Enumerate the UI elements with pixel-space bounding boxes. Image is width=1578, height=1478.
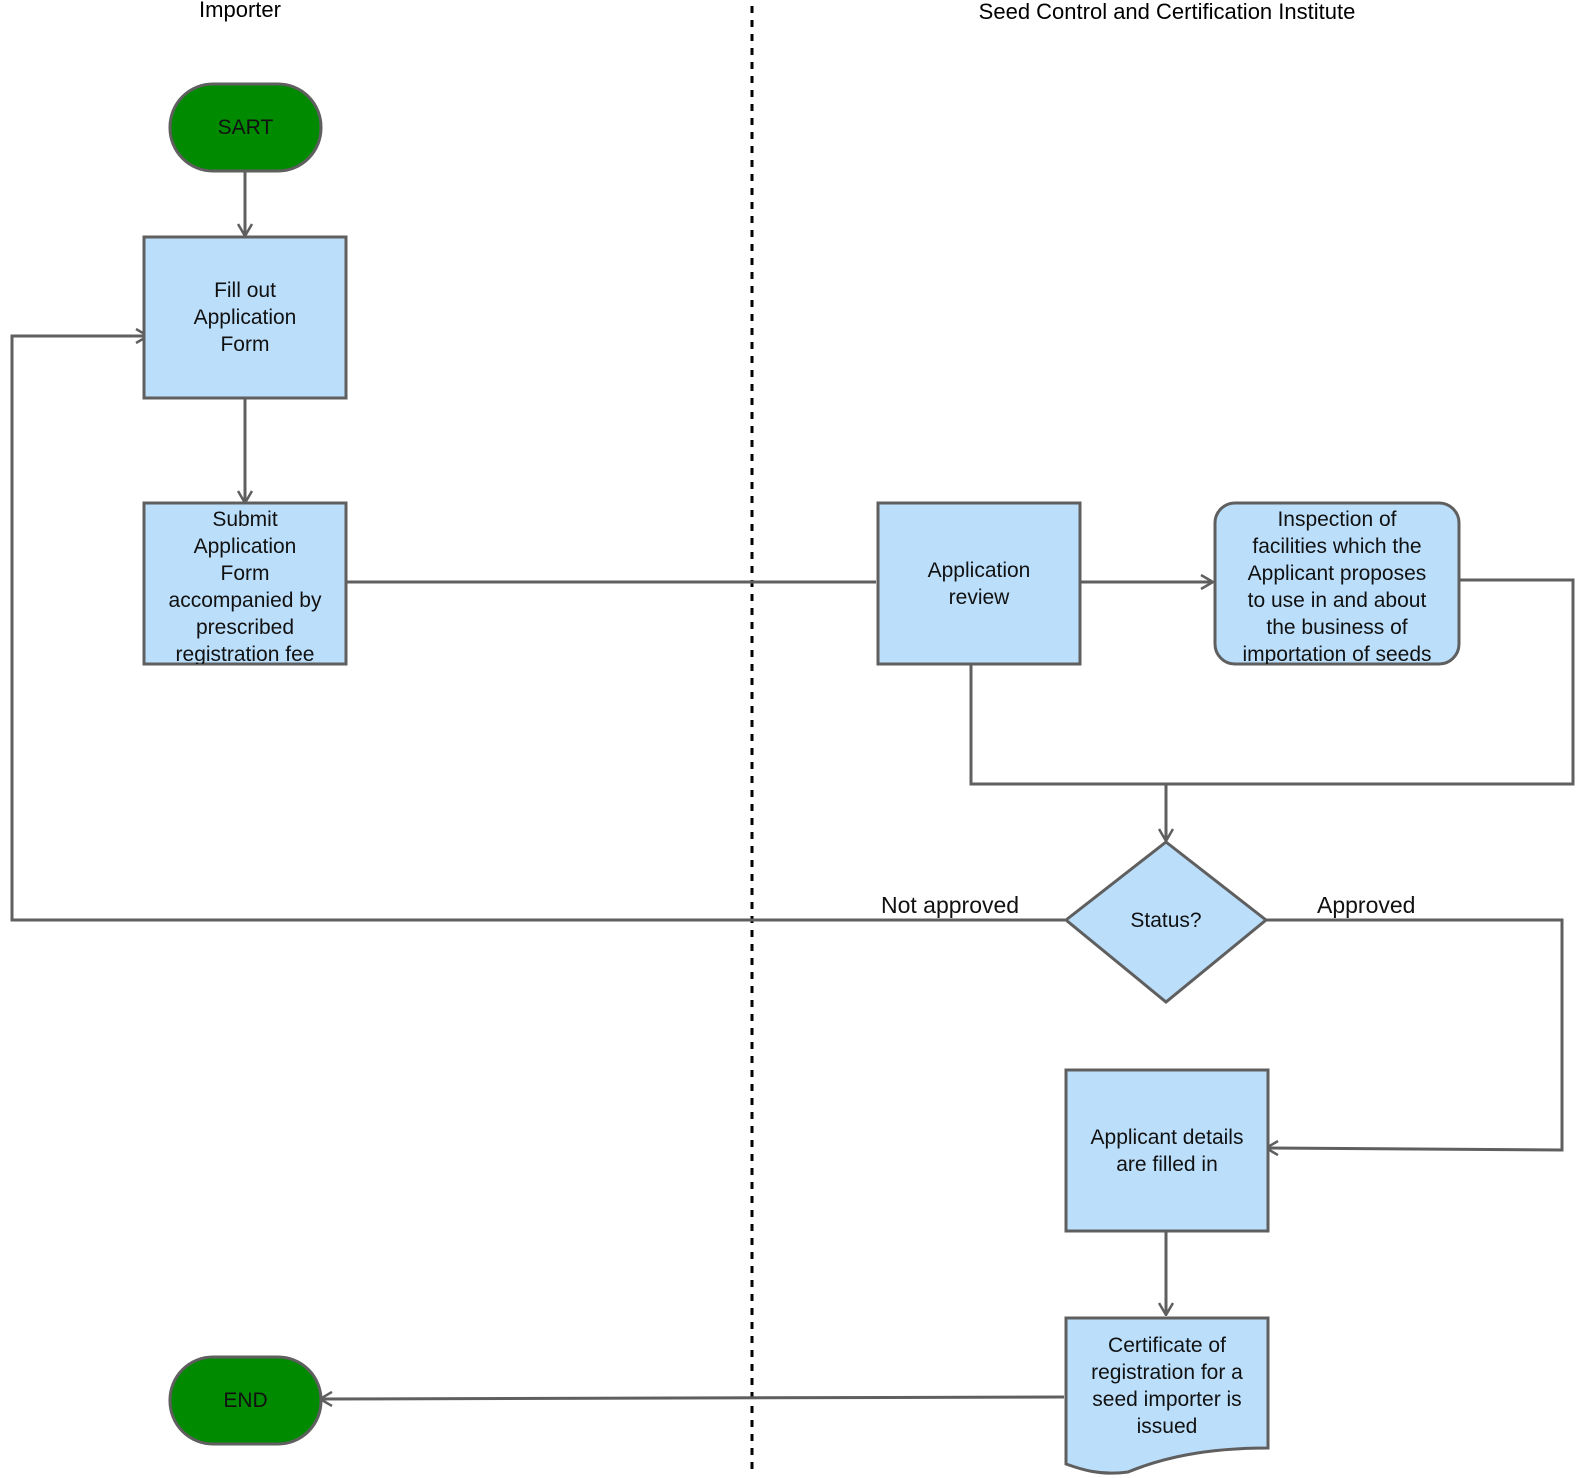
certificate-document-shape [1064, 1316, 1270, 1475]
details-shape [1064, 1068, 1270, 1233]
fill-form-shape [142, 235, 348, 400]
start-terminal: SART [217, 116, 274, 139]
submit-form-shape [142, 501, 348, 666]
status-decision-shape [1063, 840, 1269, 1004]
edge-not-approved [10, 336, 1065, 922]
fill-out-form-step: Fill out Application Form [193, 279, 297, 356]
not-approved-label: Not approved [881, 892, 1020, 918]
submit-form-step: Submit Application Form accompanied by p… [168, 507, 322, 665]
edge-certificate-to-end [320, 1397, 1065, 1399]
lane-title-institute: Seed Control and Certification Institute [978, 0, 1356, 24]
end-terminal-shape [168, 1355, 323, 1446]
review-shape [876, 501, 1082, 666]
certificate-issued-step: Certificate of registration for a seed i… [1091, 1334, 1243, 1438]
start-terminal-shape [168, 82, 323, 173]
inspection-step: Inspection of facilities which the Appli… [1242, 507, 1432, 665]
edge-inspection-to-merge [969, 578, 1575, 786]
application-review-step: Application review [927, 558, 1031, 609]
end-terminal: END [223, 1389, 268, 1412]
status-decision: Status? [1130, 908, 1202, 932]
lane-title-importer: Importer [199, 0, 281, 22]
edge-approved [1265, 918, 1564, 1150]
applicant-details-step: Applicant details are filled in [1090, 1125, 1244, 1176]
inspection-shape [1213, 501, 1461, 666]
approved-label: Approved [1317, 892, 1416, 918]
